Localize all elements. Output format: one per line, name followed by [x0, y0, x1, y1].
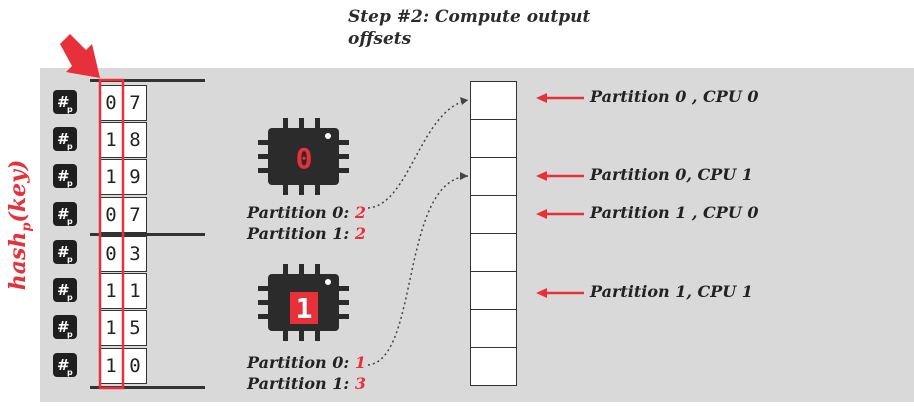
hash-digit: 1: [123, 273, 147, 309]
output-slot: [470, 271, 517, 310]
table-split-rule: [90, 233, 205, 236]
hash-icon: #p: [53, 315, 77, 339]
hash-digit: 7: [123, 85, 147, 121]
hash-digit: 9: [123, 159, 147, 195]
cpu1-partition0-count: Partition 0: 1: [247, 353, 366, 372]
hash-digit: 5: [123, 310, 147, 346]
cpu-id-label: 1: [296, 292, 313, 325]
annotation-label: Partition 0 , CPU 0: [590, 87, 759, 106]
annotation-label: Partition 0, CPU 1: [590, 165, 753, 184]
table-bottom-rule: [90, 386, 205, 389]
output-slot: [470, 119, 517, 158]
cpu0-partition1-count: Partition 1: 2: [247, 224, 366, 243]
hash-digit-partition: 0: [99, 236, 123, 272]
hash-icon: #p: [53, 202, 77, 226]
hash-digit-partition: 1: [99, 273, 123, 309]
slide-title: Step #2: Compute output offsets: [348, 7, 591, 49]
hash-icon: #p: [53, 353, 77, 377]
partition-column-highlight: [98, 78, 125, 390]
output-slot: [470, 195, 517, 234]
hash-icon: #p: [53, 164, 77, 188]
offset-connector: [367, 99, 469, 209]
hash-icon: #p: [53, 90, 77, 114]
hash-digit: 3: [123, 236, 147, 272]
hash-digit: 0: [123, 348, 147, 384]
output-slot: [470, 309, 517, 348]
cpu1-partition1-count: Partition 1: 3: [247, 374, 366, 393]
highlight-arrow-icon: [60, 34, 100, 78]
offset-connector: [367, 175, 469, 366]
cpu-id-label: 0: [296, 142, 313, 175]
output-slot: [470, 347, 517, 386]
annotation-arrow-icon: [536, 93, 584, 298]
table-top-rule: [90, 79, 205, 82]
annotation-label: Partition 1 , CPU 0: [590, 203, 759, 222]
cpu-chip-icon: [258, 118, 349, 195]
hash-digit: 8: [123, 122, 147, 158]
cpu0-partition0-count: Partition 0: 2: [247, 203, 366, 222]
hash-icon: #p: [53, 278, 77, 302]
annotation-label: Partition 1, CPU 1: [590, 282, 753, 301]
hash-icon: #p: [53, 240, 77, 264]
hash-icon: #p: [53, 127, 77, 151]
